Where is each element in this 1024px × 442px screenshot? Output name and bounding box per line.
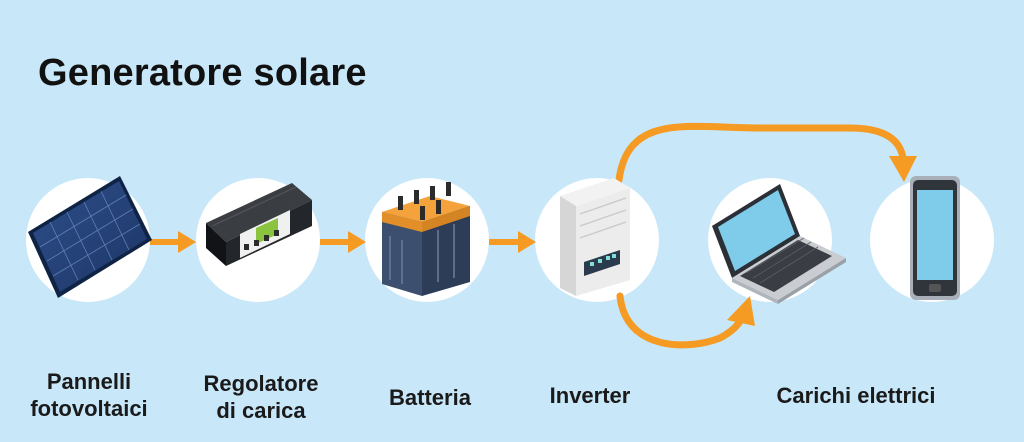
label-inverter: Inverter	[520, 382, 660, 409]
label-line: di carica	[216, 398, 306, 423]
label-regolatore-di-carica: Regolatore di carica	[186, 370, 336, 424]
arrow-inverter-to-smartphone	[615, 122, 917, 184]
laptop-icon	[712, 184, 846, 304]
label-line: Inverter	[549, 383, 631, 408]
label-carichi-elettrici: Carichi elettrici	[736, 382, 976, 409]
arrow-battery-to-inverter	[489, 231, 536, 253]
label-line: fotovoltaici	[30, 396, 148, 421]
label-line: Pannelli	[46, 369, 132, 394]
arrow-controller-to-battery	[320, 231, 366, 253]
label-batteria: Batteria	[360, 384, 500, 411]
diagram-title: Generatore solare	[38, 52, 367, 94]
smartphone-icon	[910, 176, 960, 300]
charge-controller-icon	[206, 183, 312, 266]
label-line: Carichi elettrici	[776, 383, 936, 408]
label-pannelli-fotovoltaici: Pannelli fotovoltaici	[14, 368, 164, 422]
solar-panel-icon	[28, 176, 152, 298]
label-line: Regolatore	[203, 371, 319, 396]
arrow-panel-to-controller	[150, 231, 196, 253]
arrow-inverter-to-laptop	[616, 292, 755, 349]
battery-icon	[382, 182, 470, 296]
label-line: Batteria	[389, 385, 471, 410]
inverter-icon	[560, 178, 630, 296]
